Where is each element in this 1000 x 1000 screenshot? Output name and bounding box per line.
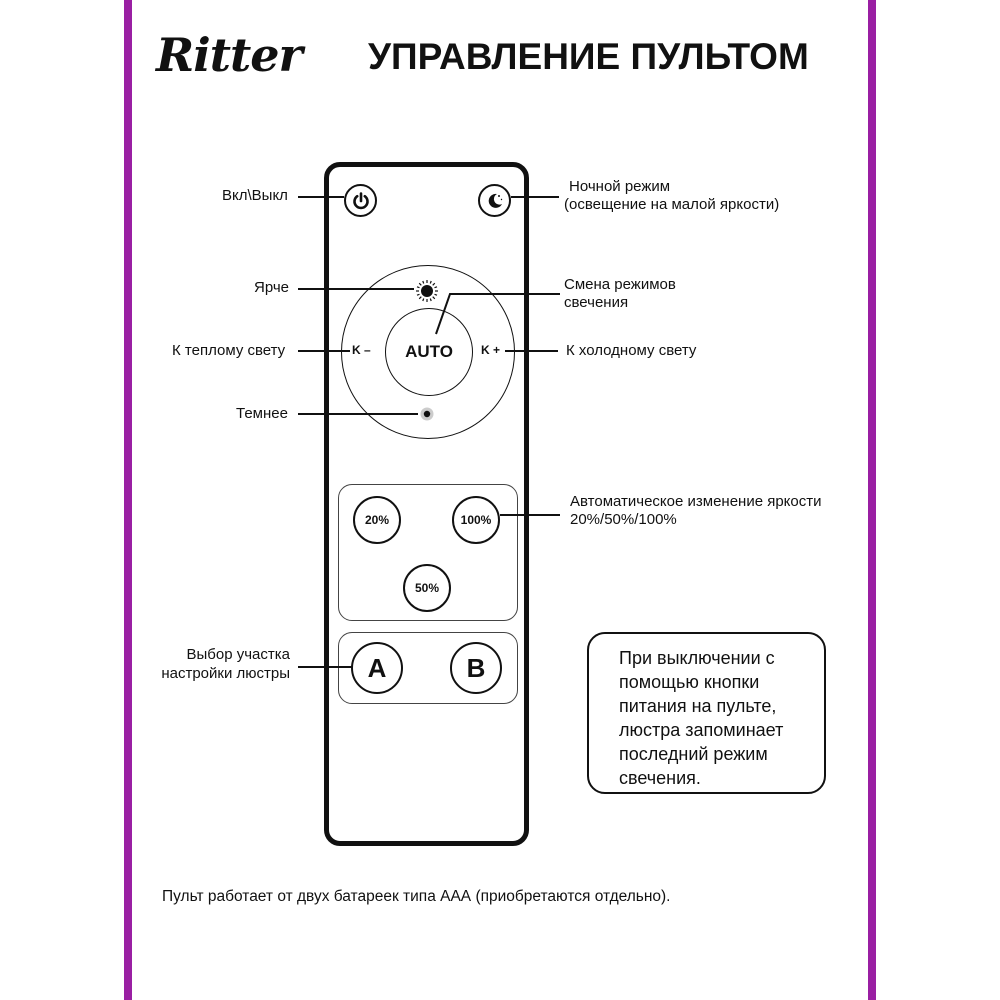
frame-right	[868, 0, 876, 1000]
warm-light-button[interactable]: K –	[352, 343, 371, 357]
battery-footnote: Пульт работает от двух батареек типа ААА…	[162, 888, 671, 905]
auto-button[interactable]: AUTO	[385, 308, 473, 396]
preset-50-button[interactable]: 50%	[403, 564, 451, 612]
sun-icon[interactable]	[414, 278, 440, 304]
power-label: Вкл\Выкл	[222, 187, 288, 204]
cold-light-button[interactable]: K +	[481, 343, 501, 357]
note-line-4: люстра запоминает	[619, 720, 784, 740]
auto-brightness-label-line2: 20%/50%/100%	[570, 511, 677, 528]
night-label-line2: (освещение на малой яркости)	[564, 196, 780, 213]
note-line-3: питания на пульте,	[619, 696, 777, 716]
page-title: УПРАВЛЕНИЕ ПУЛЬТОМ	[368, 36, 809, 77]
note-line-5: последний режим	[619, 744, 768, 764]
control-ring	[341, 265, 515, 439]
preset-100-button[interactable]: 100%	[452, 496, 500, 544]
zone-panel	[338, 632, 518, 704]
power-button[interactable]	[344, 184, 377, 217]
mode-callout-line	[435, 293, 560, 335]
power-icon	[352, 191, 369, 209]
note-line-6: свечения.	[619, 768, 701, 788]
darker-callout-line	[298, 413, 418, 415]
cold-label: К холодному свету	[566, 342, 697, 359]
mode-label-line1: Смена режимов	[564, 276, 676, 293]
moon-icon	[488, 193, 502, 208]
zone-label-line2: настройки люстры	[161, 665, 290, 682]
night-mode-button[interactable]	[478, 184, 511, 217]
warm-callout-line	[298, 350, 350, 352]
auto-brightness-callout-line	[500, 514, 560, 516]
brightness-presets-panel	[338, 484, 518, 621]
power-callout-line	[298, 196, 344, 198]
frame-left	[124, 0, 132, 1000]
dim-dot-icon[interactable]	[419, 406, 435, 422]
memory-note: При выключении с помощью кнопки питания …	[587, 632, 826, 794]
remote-body	[324, 162, 529, 846]
cold-callout-line	[505, 350, 558, 352]
preset-20-button[interactable]: 20%	[353, 496, 401, 544]
zone-callout-line	[298, 666, 352, 668]
warm-label: К теплому свету	[172, 342, 286, 359]
night-label-line1: Ночной режим	[569, 178, 671, 195]
brand-logo: Ritter	[156, 28, 303, 82]
note-line-2: помощью кнопки	[619, 672, 760, 692]
night-callout-line	[511, 196, 559, 198]
brighter-callout-line	[298, 288, 414, 290]
auto-brightness-label-line1: Автоматическое изменение яркости	[570, 493, 822, 510]
zone-a-button[interactable]: A	[351, 642, 403, 694]
note-line-1: При выключении с	[619, 648, 775, 668]
mode-label-line2: свечения	[564, 294, 629, 311]
brighter-label: Ярче	[254, 279, 290, 296]
zone-b-button[interactable]: B	[450, 642, 502, 694]
darker-label: Темнее	[236, 405, 288, 422]
zone-label-line1: Выбор участка	[186, 646, 291, 663]
